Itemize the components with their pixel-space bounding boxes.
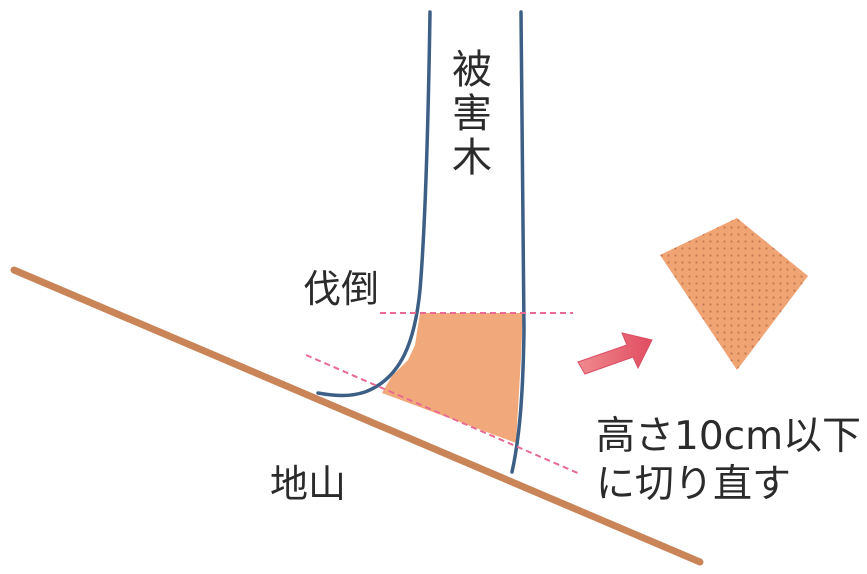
cut-piece-dots — [660, 218, 808, 370]
stump-region — [382, 313, 523, 443]
ground-slope-line — [10, 266, 704, 566]
label-felling: 伐倒 — [303, 267, 380, 311]
label-instruction-line1: 高さ10cm以下 — [596, 414, 862, 459]
label-instruction-line2: に切り直す — [596, 462, 792, 507]
label-ground: 地山 — [270, 462, 347, 506]
tree-right-outline — [510, 10, 526, 474]
right-arrow-icon — [577, 332, 653, 375]
label-instruction: 高さ10cm以下 に切り直す — [596, 413, 861, 509]
tree-left-outline — [316, 10, 432, 398]
label-damaged-tree: 被害木 — [445, 48, 491, 180]
